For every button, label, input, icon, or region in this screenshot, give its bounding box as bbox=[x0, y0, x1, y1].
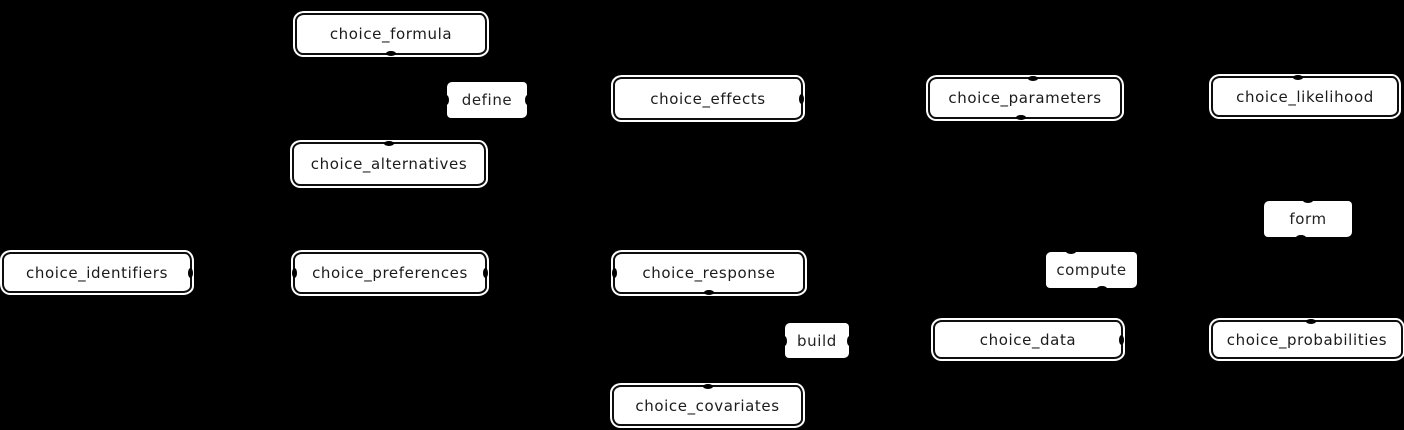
node-choice-alternatives: choice_alternatives bbox=[292, 141, 486, 186]
edge-connector-notch bbox=[1016, 115, 1027, 120]
edge-label-compute: compute bbox=[1046, 249, 1137, 291]
edge-connector-notch bbox=[444, 95, 449, 105]
edge-connector-notch bbox=[1292, 75, 1303, 80]
node-label: choice_response bbox=[642, 264, 776, 282]
node-choice-likelihood: choice_likelihood bbox=[1211, 75, 1399, 117]
node-choice-probabilities: choice_probabilities bbox=[1211, 319, 1403, 359]
edge-label-text: compute bbox=[1056, 261, 1127, 279]
edge-connector-notch bbox=[1027, 76, 1038, 81]
edge-connector-notch bbox=[1303, 198, 1313, 203]
node-label: choice_probabilities bbox=[1226, 330, 1388, 349]
edge-label-text: form bbox=[1289, 210, 1327, 228]
node-choice-preferences: choice_preferences bbox=[292, 252, 488, 294]
node-label: choice_formula bbox=[329, 25, 453, 43]
edge-connector-notch bbox=[1097, 286, 1108, 291]
edge-connector-notch bbox=[847, 335, 852, 346]
node-label: choice_parameters bbox=[948, 89, 1102, 107]
edge-connector-notch bbox=[384, 141, 394, 146]
node-choice-effects: choice_effects bbox=[613, 77, 804, 120]
node-label: choice_likelihood bbox=[1236, 87, 1374, 106]
node-choice-data: choice_data bbox=[933, 320, 1124, 359]
edge-connector-notch bbox=[483, 268, 488, 278]
node-choice-response: choice_response bbox=[612, 252, 805, 295]
edge-connector-notch bbox=[1119, 334, 1124, 345]
edge-connector-notch bbox=[1305, 319, 1316, 324]
node-choice-covariates: choice_covariates bbox=[612, 384, 803, 426]
node-choice-identifiers: choice_identifiers bbox=[2, 252, 193, 293]
node-label: choice_effects bbox=[650, 89, 766, 108]
node-choice-parameters: choice_parameters bbox=[928, 76, 1122, 120]
edge-connector-notch bbox=[525, 95, 530, 105]
edge-connector-notch bbox=[386, 51, 396, 56]
edge-label-define: define bbox=[444, 82, 530, 118]
node-label: choice_data bbox=[979, 330, 1077, 349]
edge-connector-notch bbox=[188, 267, 193, 278]
edge-connector-notch bbox=[1295, 235, 1306, 240]
edge-connector-notch bbox=[292, 268, 297, 278]
edge-connector-notch bbox=[704, 290, 714, 295]
node-choice-formula: choice_formula bbox=[295, 13, 487, 56]
edge-connector-notch bbox=[702, 384, 713, 389]
edge-label-text: build bbox=[797, 331, 837, 350]
edge-connector-notch bbox=[1065, 249, 1076, 254]
edge-label-build: build bbox=[782, 323, 852, 358]
node-label: choice_identifiers bbox=[25, 263, 168, 282]
edge-connector-notch bbox=[782, 335, 787, 346]
node-label: choice_alternatives bbox=[310, 155, 468, 173]
edge-connector-notch bbox=[799, 93, 804, 104]
node-label: choice_covariates bbox=[635, 396, 780, 415]
edge-label-form: form bbox=[1264, 198, 1352, 240]
edge-label-text: define bbox=[461, 91, 513, 109]
node-label: choice_preferences bbox=[312, 264, 468, 282]
edge-connector-notch bbox=[612, 268, 617, 278]
